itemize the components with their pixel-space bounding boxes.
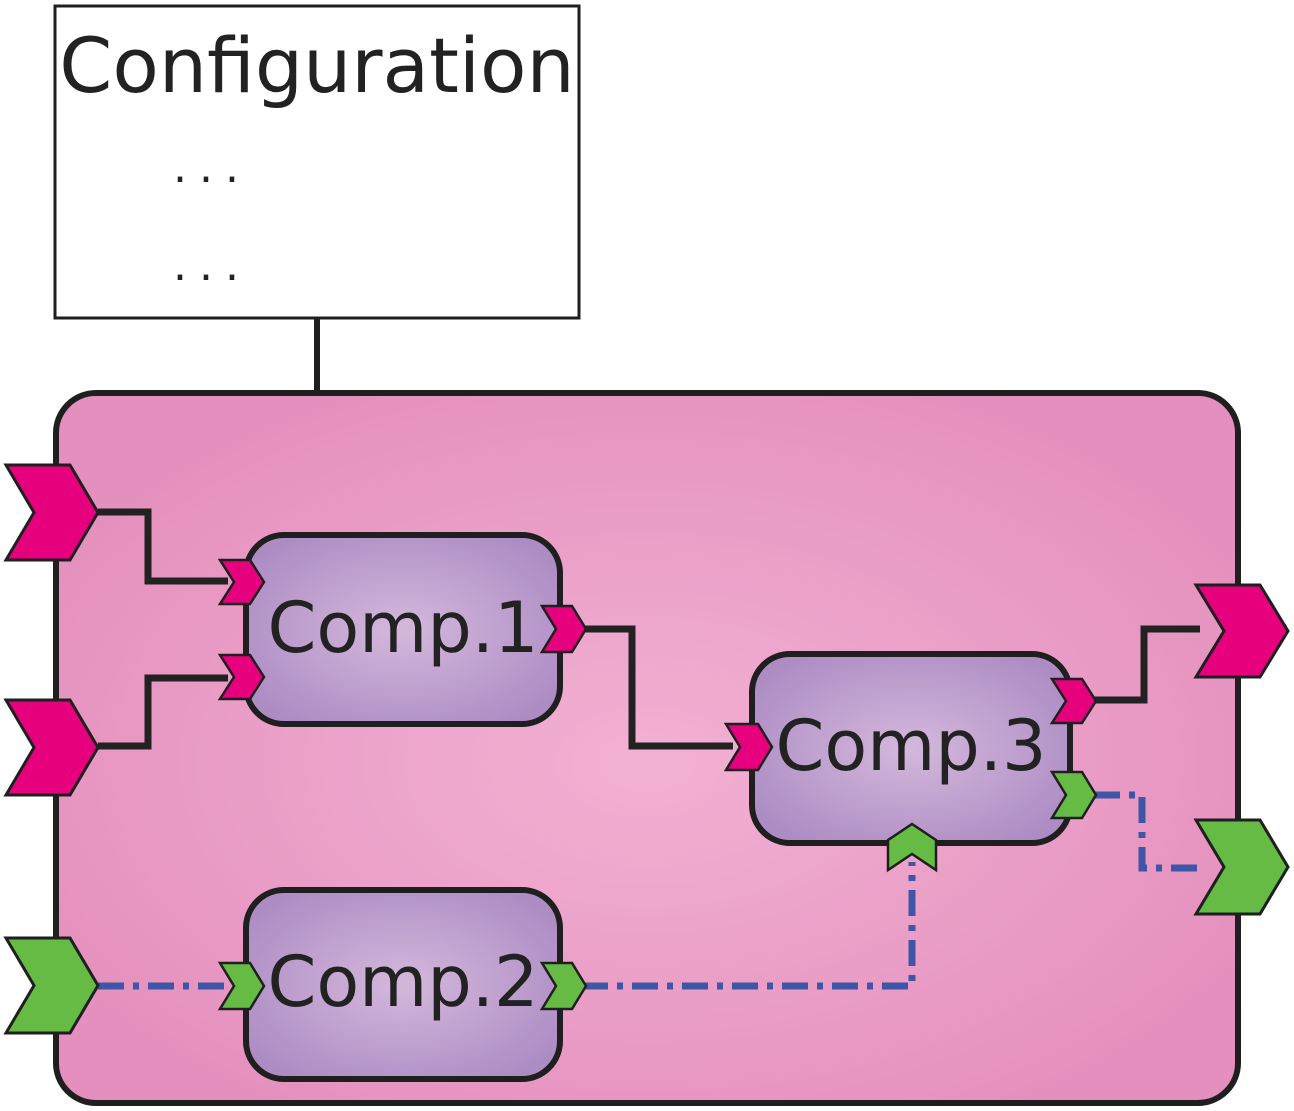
comp2-output-port bbox=[539, 961, 588, 1011]
configuration-line-1: ... bbox=[173, 142, 251, 193]
comp3-input-port bbox=[723, 722, 774, 772]
connection-comp2-comp3 bbox=[582, 862, 916, 990]
output-port-magenta-1 bbox=[1193, 583, 1290, 679]
connection-comp3-out1 bbox=[1092, 625, 1200, 704]
component-3-label: Comp.3 bbox=[775, 705, 1046, 787]
comp1-input-port-1 bbox=[217, 558, 266, 606]
connection-in1-comp1 bbox=[98, 508, 228, 585]
input-port-magenta-2 bbox=[3, 698, 100, 797]
input-port-magenta-1 bbox=[3, 463, 100, 562]
component-1: Comp.1 bbox=[243, 532, 563, 727]
input-port-green-1 bbox=[3, 936, 100, 1035]
comp1-input-port-2 bbox=[217, 653, 266, 701]
component-2-label: Comp.2 bbox=[267, 941, 538, 1023]
comp2-input-port bbox=[217, 961, 266, 1011]
output-port-green-1 bbox=[1193, 818, 1290, 916]
connection-comp3-out2 bbox=[1094, 791, 1205, 872]
connection-comp1-comp3 bbox=[582, 625, 733, 750]
configuration-line-2: ... bbox=[173, 240, 251, 291]
comp3-output-port-magenta bbox=[1049, 677, 1098, 725]
comp3-bottom-input-port bbox=[886, 822, 938, 873]
comp3-output-port-green bbox=[1049, 770, 1098, 820]
comp1-output-port bbox=[539, 604, 588, 654]
component-3: Comp.3 bbox=[749, 651, 1073, 846]
configuration-title: Configuration bbox=[59, 21, 574, 110]
component-1-label: Comp.1 bbox=[267, 587, 538, 669]
component-2: Comp.2 bbox=[243, 887, 563, 1082]
configuration-box: Configuration ... ... bbox=[53, 4, 581, 320]
connection-in2-comp1 bbox=[98, 674, 228, 750]
